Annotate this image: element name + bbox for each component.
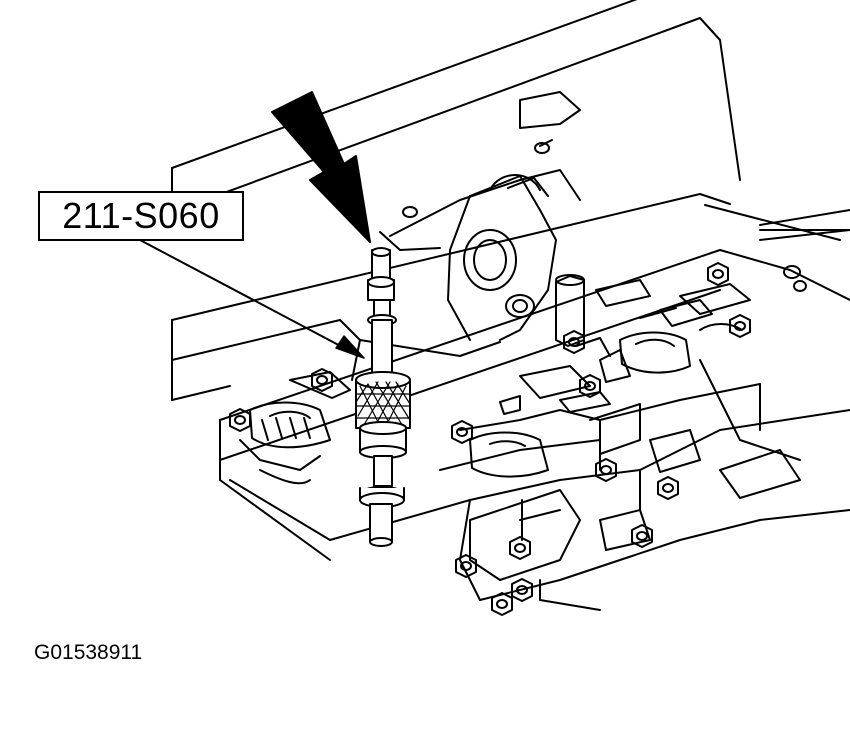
bold-arrow-icon	[272, 92, 370, 242]
tool-number-callout: 211-S060	[38, 191, 244, 241]
upper-frame	[172, 0, 850, 291]
hex-bolts	[230, 263, 750, 615]
valve-body-plate	[220, 230, 850, 610]
alignment-pin-tool-icon	[356, 248, 410, 546]
figure-id: G01538911	[34, 641, 143, 664]
tool-number-label: 211-S060	[62, 195, 220, 236]
leader-arrow-icon	[140, 240, 364, 358]
